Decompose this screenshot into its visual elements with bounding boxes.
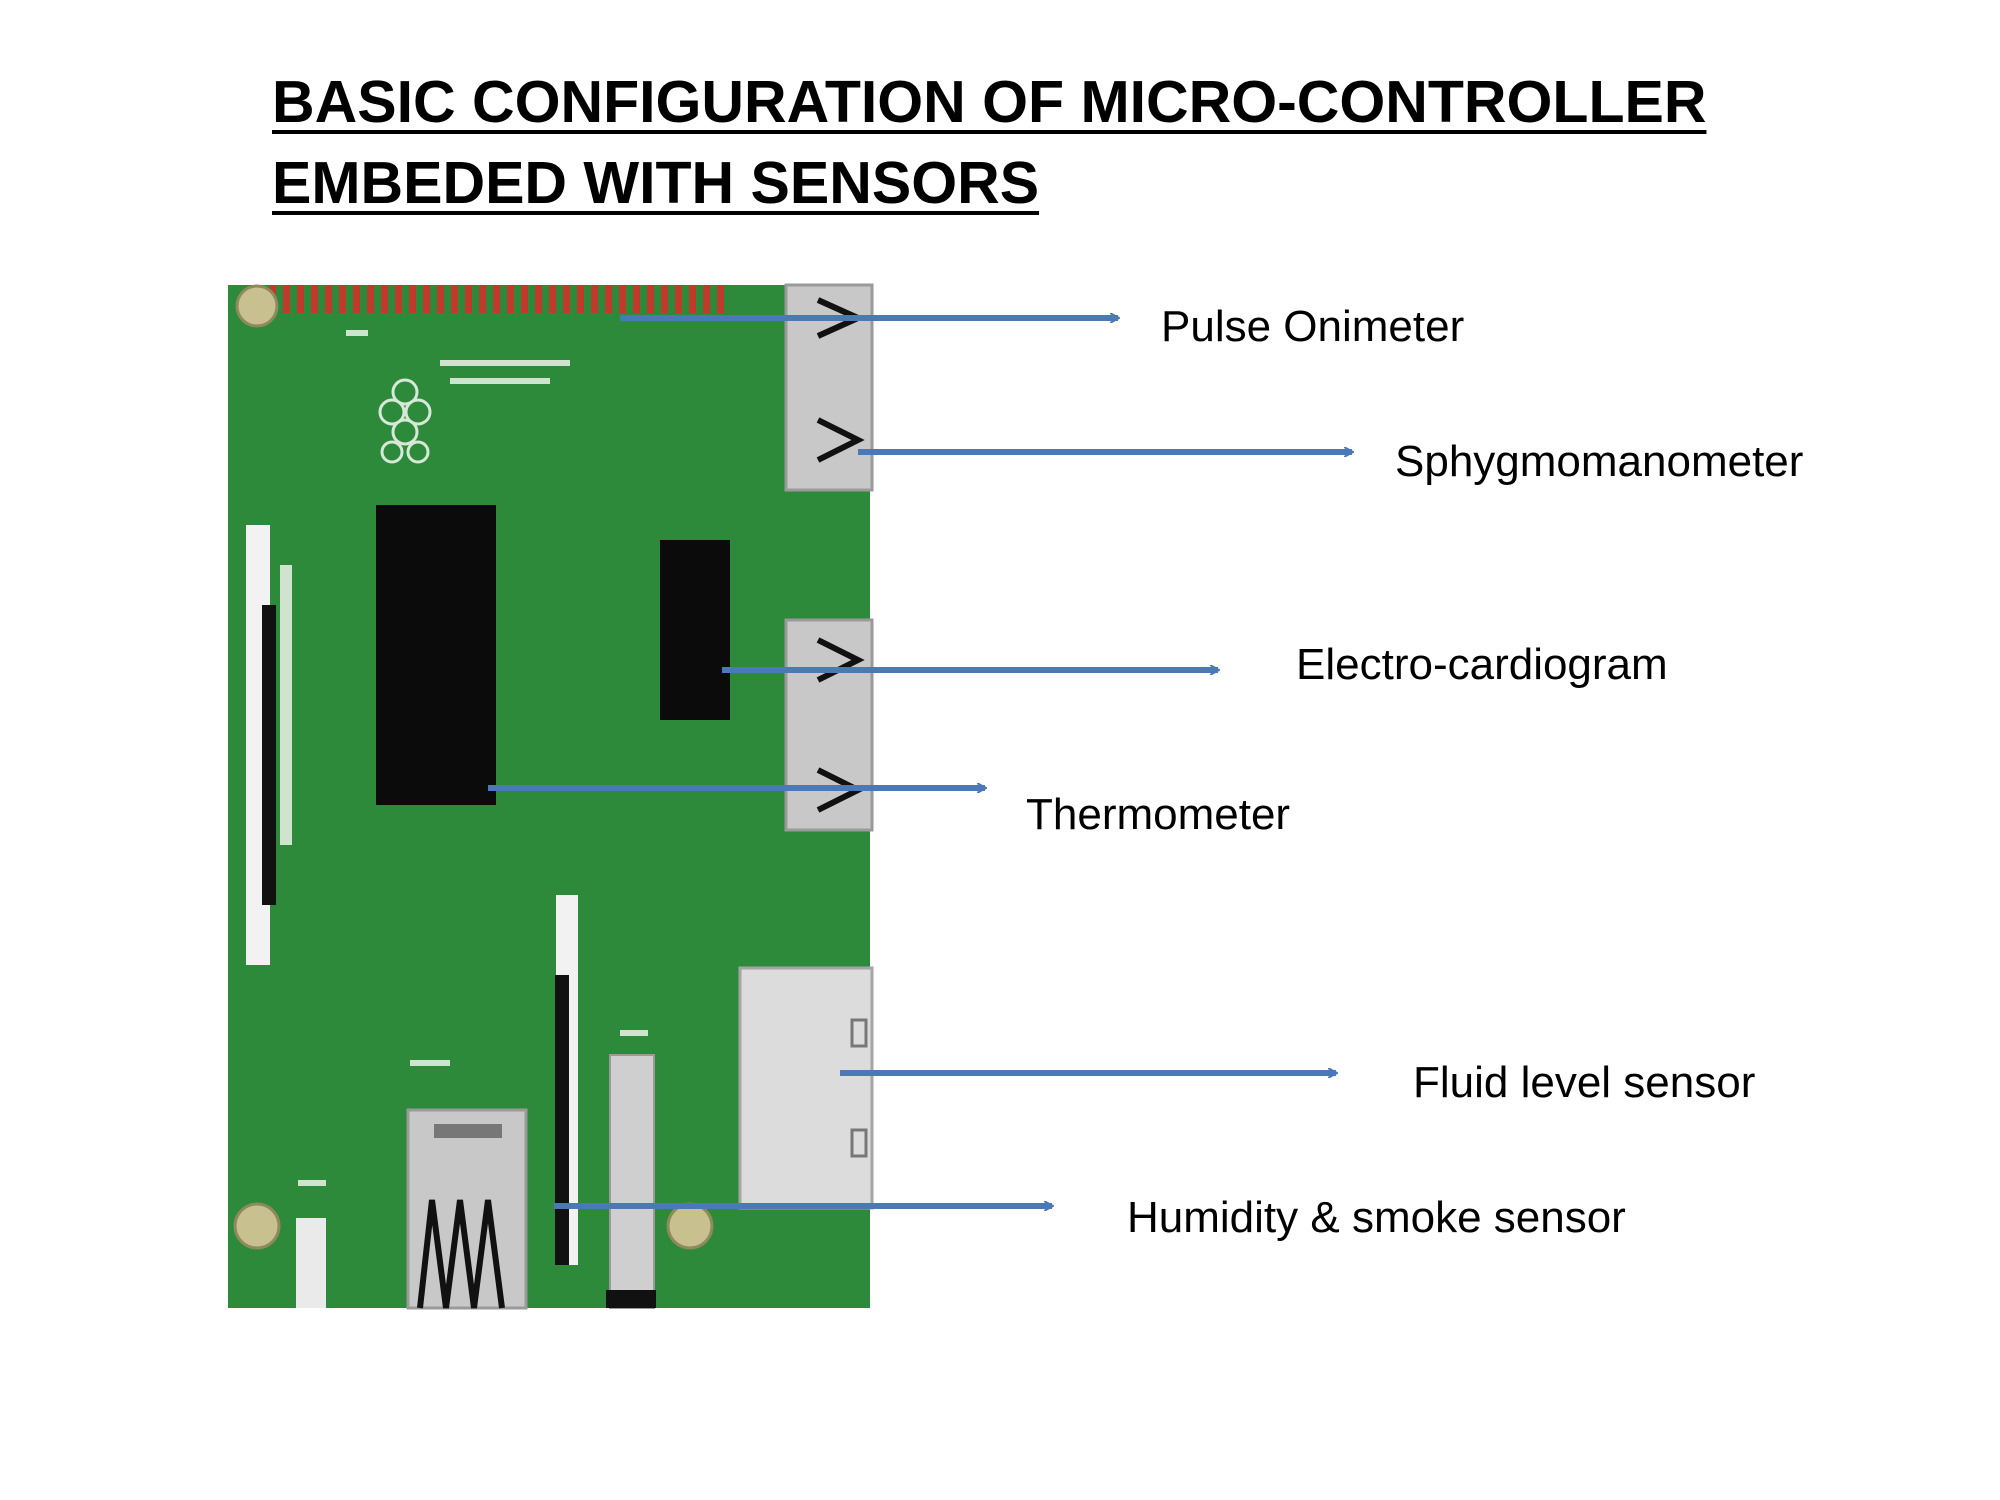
ethernet-chip <box>660 540 730 720</box>
label-thermometer: Thermometer <box>1026 790 1291 839</box>
cpu-chip <box>376 505 496 805</box>
label-sphygmomanometer: Sphygmomanometer <box>1395 437 1804 486</box>
hdmi-port <box>406 1108 528 1310</box>
slide-title: BASIC CONFIGURATION OF MICRO-CONTROLLER … <box>272 62 1706 224</box>
connector-arrows <box>488 318 1352 1206</box>
power-connector <box>296 1218 326 1308</box>
raspberry-pi-board-icon <box>228 283 874 1310</box>
label-fluid-level-sensor: Fluid level sensor <box>1413 1058 1756 1107</box>
title-line-1: BASIC CONFIGURATION OF MICRO-CONTROLLER <box>272 69 1707 135</box>
gpio-header <box>270 285 730 313</box>
usb-port-lower <box>784 618 874 832</box>
ethernet-port <box>738 966 874 1210</box>
label-pulse-onimeter: Pulse Onimeter <box>1161 302 1465 351</box>
title-line-2: EMBEDED WITH SENSORS <box>272 150 1040 216</box>
label-electro-cardiogram: Electro-cardiogram <box>1296 640 1668 689</box>
label-humidity-smoke-sensor: Humidity & smoke sensor <box>1127 1193 1626 1242</box>
audio-jack <box>606 1054 656 1309</box>
raspberry-logo-icon <box>378 378 432 464</box>
board-silkscreen <box>280 330 648 1186</box>
